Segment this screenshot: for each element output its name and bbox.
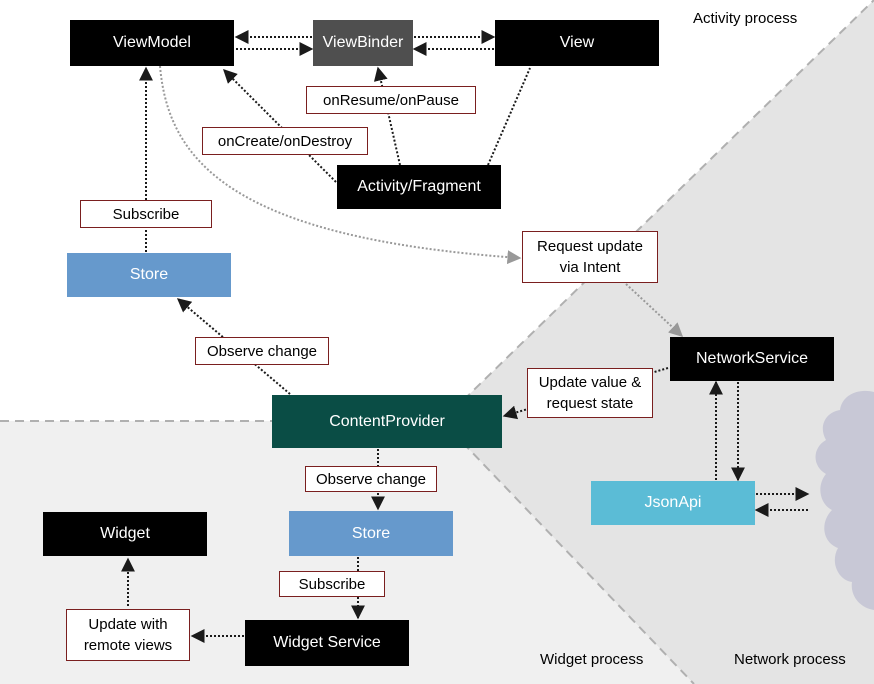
label-request-update-line1: Request update <box>537 238 643 255</box>
label-on-create-destroy: onCreate/onDestroy <box>202 127 368 155</box>
label-update-remote-line1: Update with <box>88 616 168 633</box>
zone-title-activity: Activity process <box>693 10 798 27</box>
viewbinder-node[interactable]: ViewBinder <box>313 20 413 66</box>
activity-fragment-node[interactable]: Activity/Fragment <box>337 165 501 209</box>
label-observe-change-bottom: Observe change <box>305 466 437 492</box>
zone-title-network: Network process <box>734 651 846 668</box>
cloud-icon <box>815 390 874 610</box>
zone-divider-diagonal-lower <box>441 420 695 684</box>
label-update-value-line2: request state <box>546 395 634 412</box>
label-update-remote-views: Update with remote views <box>66 609 190 661</box>
viewmodel-node[interactable]: ViewModel <box>70 20 234 66</box>
label-subscribe-bottom: Subscribe <box>279 571 385 597</box>
network-service-node[interactable]: NetworkService <box>670 337 834 381</box>
content-provider-node[interactable]: ContentProvider <box>272 395 502 448</box>
label-update-value: Update value & request state <box>527 368 653 418</box>
store-top-node[interactable]: Store <box>67 253 231 297</box>
store-bottom-node[interactable]: Store <box>289 511 453 556</box>
label-update-value-line1: Update value & <box>538 374 642 391</box>
widget-node[interactable]: Widget <box>43 512 207 556</box>
label-observe-change-top: Observe change <box>195 337 329 365</box>
label-update-remote-line2: remote views <box>83 637 173 654</box>
widget-service-node[interactable]: Widget Service <box>245 620 409 666</box>
zone-divider-diagonal-upper <box>441 0 874 422</box>
view-node[interactable]: View <box>495 20 659 66</box>
label-subscribe-top: Subscribe <box>80 200 212 228</box>
json-api-node[interactable]: JsonApi <box>591 481 755 525</box>
zone-title-widget: Widget process <box>540 651 644 668</box>
label-on-resume-pause: onResume/onPause <box>306 86 476 114</box>
label-request-update: Request update via Intent <box>522 231 658 283</box>
label-request-update-line2: via Intent <box>559 259 621 276</box>
